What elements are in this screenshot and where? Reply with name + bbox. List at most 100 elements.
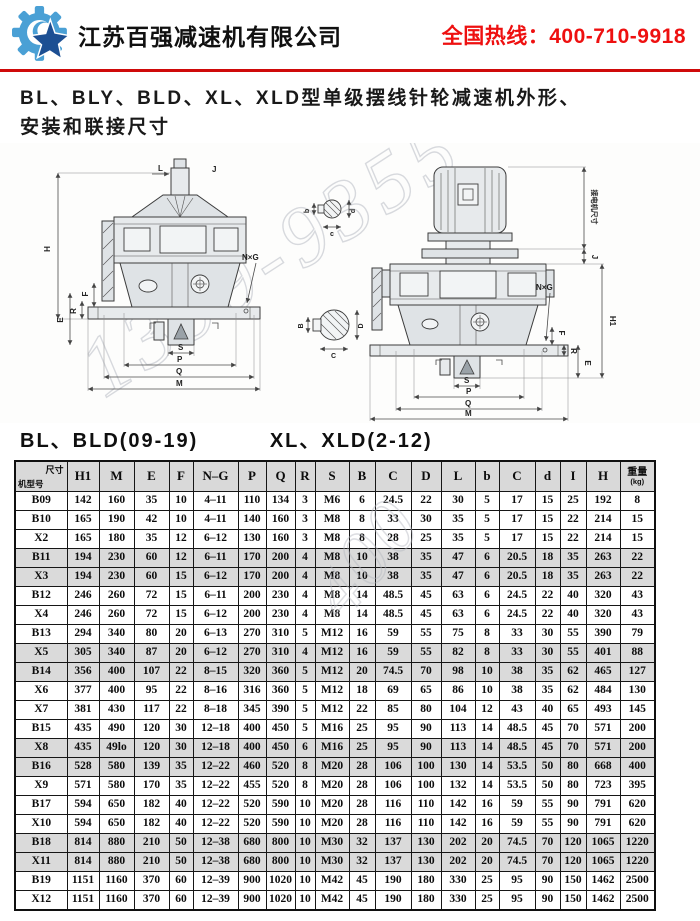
value-cell: 35 — [534, 661, 561, 682]
value-cell: 95 — [498, 889, 536, 911]
value-cell: 35 — [559, 547, 587, 568]
value-cell: 14 — [348, 585, 376, 606]
value-cell: 142 — [66, 490, 100, 511]
value-cell: 130 — [619, 680, 656, 701]
value-cell: 69 — [374, 680, 412, 701]
value-cell: 210 — [133, 832, 170, 853]
value-cell: 45 — [348, 889, 376, 911]
value-cell: 80 — [559, 775, 587, 796]
value-cell: 80 — [133, 623, 170, 644]
value-cell: 200 — [265, 566, 296, 587]
value-cell: 106 — [374, 756, 412, 777]
value-cell: 1220 — [619, 851, 656, 872]
value-cell: 30 — [168, 737, 194, 758]
value-cell: 40 — [559, 604, 587, 625]
value-cell: 107 — [133, 661, 170, 682]
value-cell: 200 — [619, 737, 656, 758]
title-line-1: BL、BLY、BLD、XL、XLD型单级摆线针轮减速机外形、 — [20, 88, 581, 109]
value-cell: 28 — [348, 756, 376, 777]
value-cell: 72 — [133, 604, 170, 625]
value-cell: 110 — [410, 813, 442, 834]
value-cell: 190 — [98, 509, 135, 530]
value-cell: 104 — [440, 699, 476, 720]
value-cell: 260 — [98, 604, 135, 625]
column-header: I — [559, 460, 587, 492]
value-cell: 400 — [237, 737, 267, 758]
model-cell: B11 — [14, 547, 68, 568]
value-cell: 18 — [534, 547, 561, 568]
value-cell: 400 — [237, 718, 267, 739]
value-cell: 45 — [534, 737, 561, 758]
technical-drawings: 1399-9355 — [0, 99, 700, 423]
value-cell: 50 — [534, 775, 561, 796]
value-cell: 210 — [133, 851, 170, 872]
value-cell: 16 — [348, 642, 376, 663]
value-cell: 2500 — [619, 889, 656, 911]
value-cell: 814 — [66, 832, 100, 853]
value-cell: 310 — [265, 623, 296, 644]
model-cell: X6 — [14, 680, 68, 701]
value-cell: 305 — [66, 642, 100, 663]
value-cell: 70 — [559, 737, 587, 758]
value-cell: 10 — [294, 832, 316, 853]
value-cell: 85 — [374, 699, 412, 720]
value-cell: 22 — [619, 547, 656, 568]
value-cell: 28 — [348, 813, 376, 834]
value-cell: 22 — [348, 699, 376, 720]
value-cell: 49lo — [98, 737, 135, 758]
value-cell: 4 — [294, 642, 316, 663]
value-cell: 5 — [474, 509, 500, 530]
left-drawing-bl-reducer: H L J E R F N×G S P Q M — [43, 158, 261, 392]
value-cell: 35 — [168, 756, 194, 777]
value-cell: 142 — [440, 813, 476, 834]
value-cell: 1462 — [585, 889, 621, 911]
value-cell: 40 — [168, 813, 194, 834]
model-cell: B19 — [14, 870, 68, 891]
value-cell: 22 — [559, 528, 587, 549]
value-cell: 214 — [585, 528, 621, 549]
value-cell: 180 — [98, 528, 135, 549]
value-cell: 130 — [440, 756, 476, 777]
value-cell: 190 — [374, 870, 412, 891]
dim-label-L: L — [158, 164, 163, 173]
value-cell: 48.5 — [374, 585, 412, 606]
value-cell: 580 — [98, 756, 135, 777]
value-cell: 450 — [265, 737, 296, 758]
value-cell: 320 — [585, 604, 621, 625]
value-cell: 48.5 — [374, 604, 412, 625]
value-cell: 25 — [559, 490, 587, 511]
value-cell: 263 — [585, 566, 621, 587]
value-cell: 142 — [440, 794, 476, 815]
corner-label-model: 机型号 — [18, 478, 44, 489]
value-cell: 16 — [474, 794, 500, 815]
value-cell: 60 — [133, 547, 170, 568]
value-cell: 316 — [237, 680, 267, 701]
value-cell: 33 — [498, 642, 536, 663]
value-cell: M20 — [314, 775, 350, 796]
value-cell: 70 — [534, 832, 561, 853]
model-cell: B18 — [14, 832, 68, 853]
value-cell: 15 — [534, 490, 561, 511]
value-cell: 3 — [294, 509, 316, 530]
value-cell: 5 — [474, 490, 500, 511]
value-cell: 5 — [294, 718, 316, 739]
model-cell: B15 — [14, 718, 68, 739]
dim-label-Q: Q — [176, 367, 182, 376]
value-cell: 401 — [585, 642, 621, 663]
value-cell: 22 — [168, 699, 194, 720]
value-cell: 10 — [348, 566, 376, 587]
value-cell: 74.5 — [498, 851, 536, 872]
reducer-drawings-svg: 1399-9355 — [43, 99, 617, 422]
dim-label-NxG: N×G — [242, 253, 259, 262]
value-cell: 120 — [133, 718, 170, 739]
dim-label-M: M — [176, 379, 183, 388]
value-cell: 32 — [348, 832, 376, 853]
value-cell: 95 — [374, 737, 412, 758]
value-cell: 59 — [498, 794, 536, 815]
value-cell: 400 — [98, 661, 135, 682]
value-cell: 8 — [474, 623, 500, 644]
